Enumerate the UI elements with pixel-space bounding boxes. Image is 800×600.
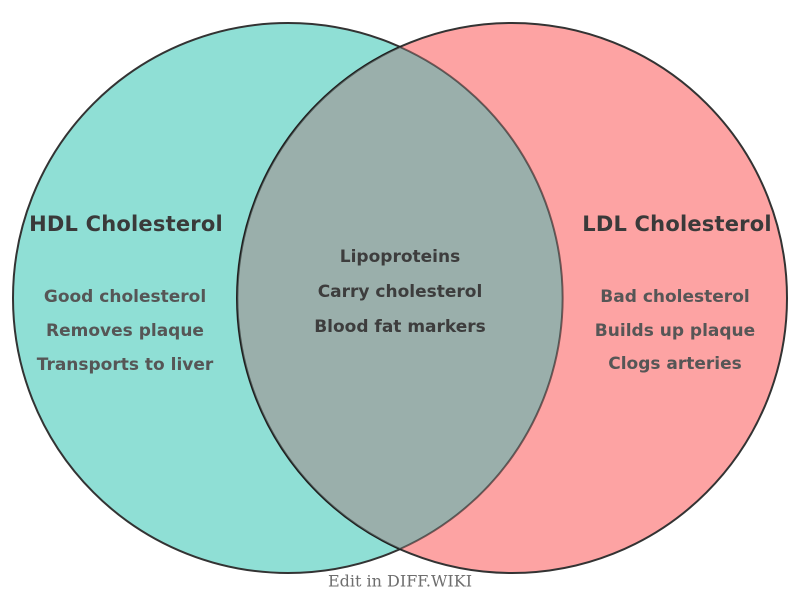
ldl-title: LDL Cholesterol xyxy=(582,212,772,236)
hdl-title: HDL Cholesterol xyxy=(29,212,223,236)
hdl-item: Transports to liver xyxy=(36,355,214,375)
overlap-item: Blood fat markers xyxy=(314,317,486,337)
ldl-item: Builds up plaque xyxy=(594,321,756,341)
overlap-item: Carry cholesterol xyxy=(317,282,483,302)
hdl-item: Good cholesterol xyxy=(43,287,207,307)
overlap-item: Lipoproteins xyxy=(339,247,461,267)
ldl-item: Clogs arteries xyxy=(608,354,742,374)
overlap-lens xyxy=(236,45,564,551)
ldl-item: Bad cholesterol xyxy=(600,287,750,307)
edit-link[interactable]: Edit in DIFF.WIKI xyxy=(327,571,473,591)
hdl-item: Removes plaque xyxy=(46,321,204,341)
